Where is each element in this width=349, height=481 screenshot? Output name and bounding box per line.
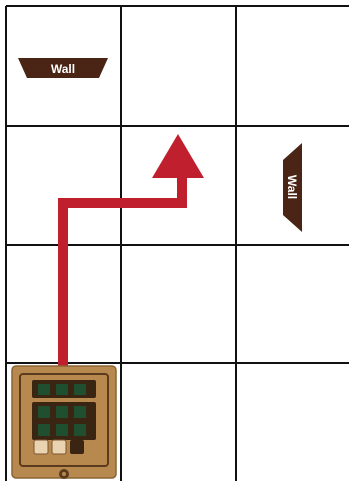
robot-wheels xyxy=(34,440,84,454)
cell-2-3[interactable] xyxy=(237,364,349,481)
robot-screen-tiles xyxy=(38,384,86,395)
robot-token[interactable] xyxy=(12,366,116,479)
wall-label: Wall xyxy=(51,62,75,76)
cell-2-2[interactable] xyxy=(237,246,349,362)
wall-label: Wall xyxy=(285,175,299,199)
cell-1-2[interactable] xyxy=(122,246,235,362)
cell-2-0[interactable] xyxy=(237,7,349,125)
wall-top-left: Wall xyxy=(18,58,108,78)
cell-1-3[interactable] xyxy=(122,364,235,481)
cell-1-0[interactable] xyxy=(122,7,235,125)
